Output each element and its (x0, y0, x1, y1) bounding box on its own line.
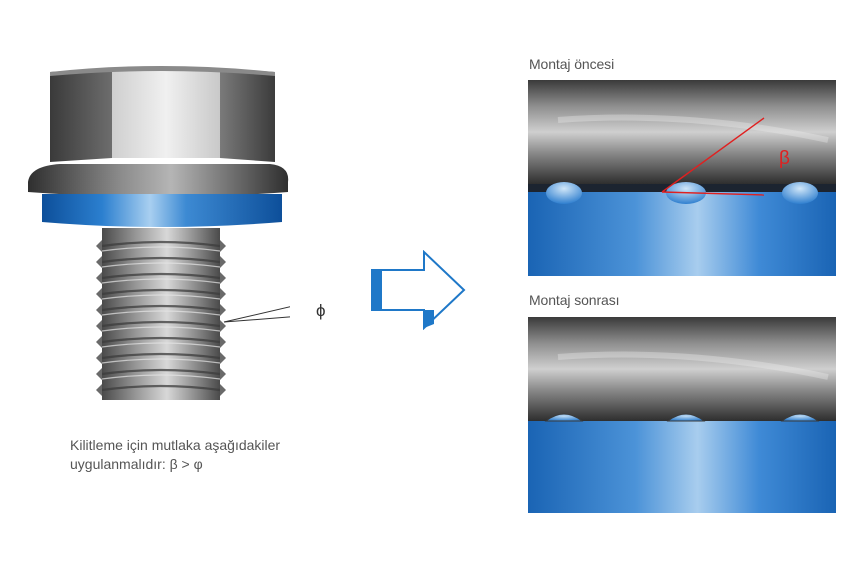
hex-flange-bolt-icon (28, 66, 290, 400)
before-cross-section (528, 80, 836, 276)
threaded-shank (102, 228, 220, 400)
caption-line-2: uygulanmalıdır: β > φ (70, 456, 203, 472)
pressed-bump (544, 413, 584, 422)
blue-washer-section (528, 192, 836, 276)
locking-bump (546, 182, 582, 204)
pressed-bump (780, 413, 820, 422)
steel-plate (528, 80, 836, 184)
hex-face-front (112, 68, 220, 158)
after-cross-section (528, 317, 836, 513)
steel-plate (528, 317, 836, 421)
caption-line-1: Kilitleme için mutlaka aşağıdakiler (70, 437, 281, 453)
after-assembly-panel (528, 317, 836, 513)
pressed-bump (666, 413, 706, 422)
beta-angle-lines (661, 117, 765, 196)
blue-washer-section (528, 421, 836, 513)
before-title: Montaj öncesi (529, 56, 615, 72)
bolt-illustration (20, 60, 290, 410)
hex-face-left (50, 68, 112, 162)
before-assembly-panel (528, 80, 836, 276)
phi-label: ϕ (316, 301, 326, 320)
flange (28, 164, 289, 197)
phi-angle-lines (223, 306, 290, 323)
beta-label: β (779, 148, 790, 169)
transition-arrow (368, 250, 468, 330)
right-arrow-icon (371, 250, 466, 330)
locking-condition-caption: Kilitleme için mutlaka aşağıdakiler uygu… (70, 436, 370, 474)
hex-face-right (220, 68, 275, 162)
locking-bump (782, 182, 818, 204)
blue-washer (42, 194, 282, 227)
after-title: Montaj sonrası (529, 292, 620, 308)
